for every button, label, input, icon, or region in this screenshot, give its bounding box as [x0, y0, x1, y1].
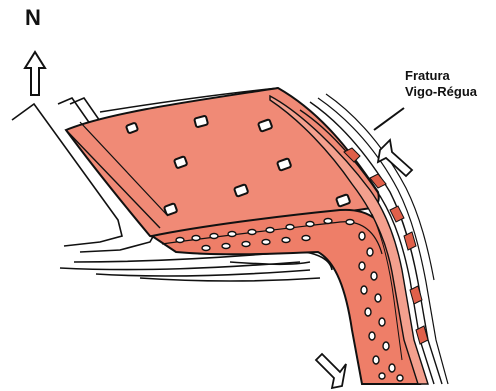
north-label: N — [25, 5, 41, 31]
shear-arrow-icon — [378, 140, 412, 176]
fault-label: Fratura Vigo-Régua — [405, 68, 477, 100]
north-arrow-icon — [25, 52, 45, 95]
fault-label-line2: Vigo-Régua — [405, 84, 477, 100]
shear-arrow-icon — [316, 354, 346, 388]
fault-leader-line — [374, 108, 404, 130]
fault-label-line1: Fratura — [405, 68, 477, 84]
